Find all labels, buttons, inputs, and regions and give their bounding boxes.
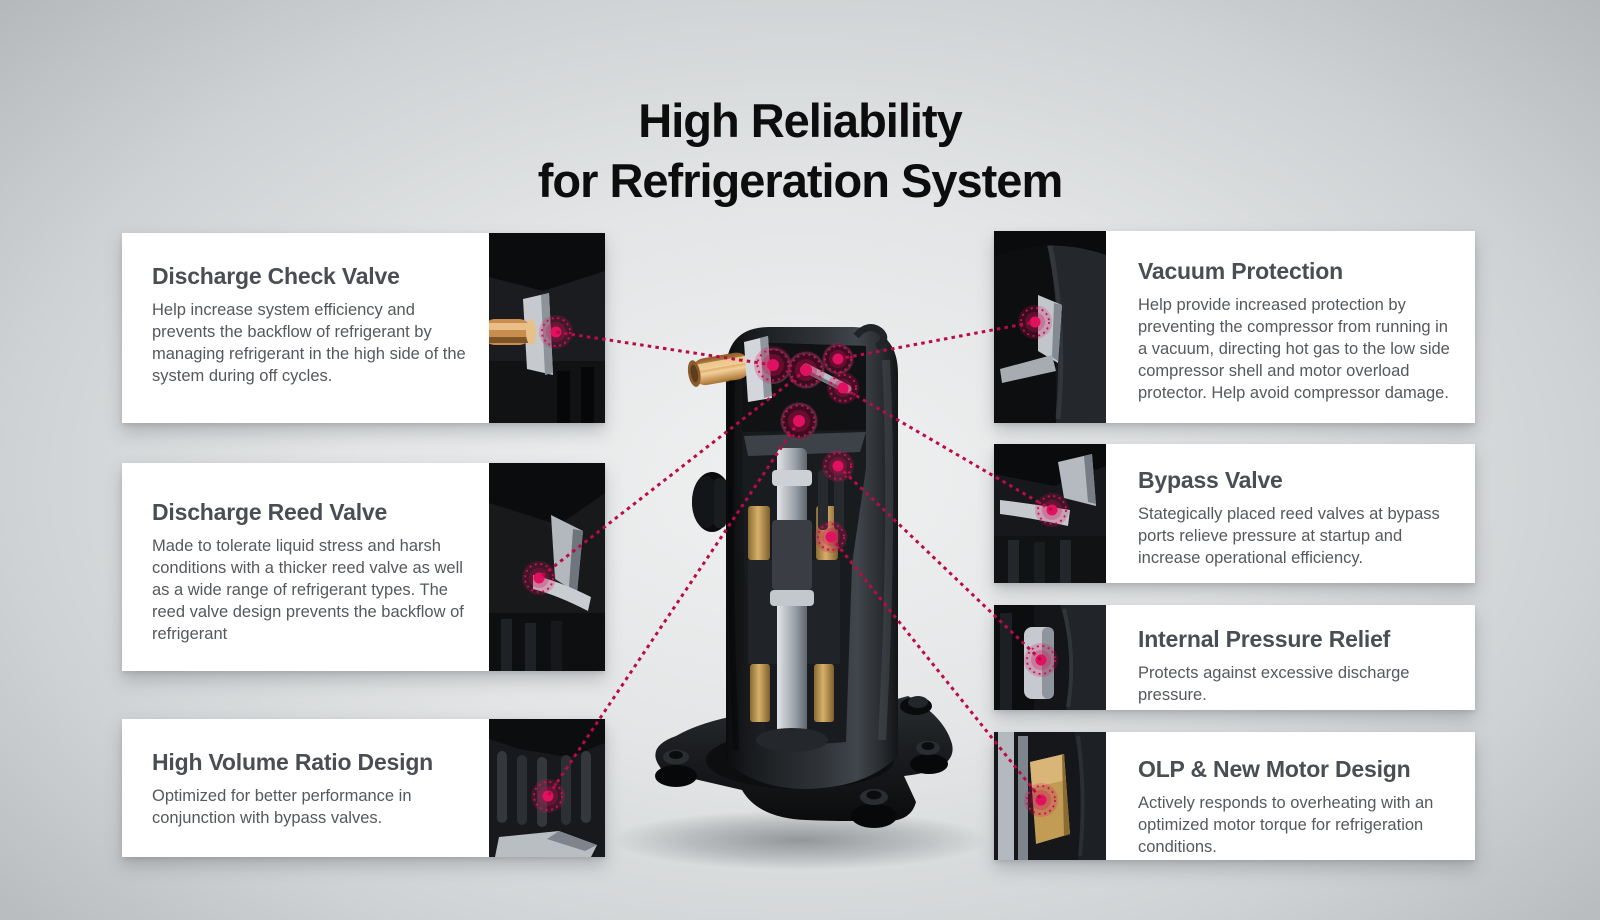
feature-card-internal-pressure-relief: Internal Pressure Relief Protects agains…	[994, 605, 1475, 710]
bypass-valve-photo	[994, 444, 1106, 583]
connector-lines	[538, 320, 1053, 800]
feature-body: Optimized for better performance in conj…	[152, 787, 412, 828]
vacuum-protection-photo	[994, 231, 1106, 423]
feature-text: Discharge Reed Valve Made to tolerate li…	[122, 463, 489, 671]
compressor-illustration	[610, 323, 990, 870]
feature-card-high-volume-ratio-design: High Volume Ratio Design Optimized for b…	[122, 719, 605, 857]
feature-body: Actively responds to overheating with an…	[1138, 794, 1434, 857]
feature-title: Vacuum Protection	[1138, 258, 1343, 284]
callout-dot-discharge-reed-valve	[522, 561, 556, 595]
feature-body: Help provide increased protection by pre…	[1138, 296, 1450, 403]
callout-dot-discharge-check-valve	[539, 315, 573, 349]
feature-text: Internal Pressure Relief Protects agains…	[1106, 605, 1475, 710]
callout-dot-vacuum-protection	[1018, 305, 1052, 339]
callout-dot-bypass-valve	[1035, 493, 1069, 527]
feature-body: Made to tolerate liquid stress and harsh…	[152, 537, 464, 644]
feature-body: Protects against excessive discharge pre…	[1138, 664, 1410, 705]
internal-pressure-relief-photo	[994, 605, 1106, 710]
feature-card-olp-new-motor-design: OLP & New Motor Design Actively responds…	[994, 732, 1475, 860]
feature-body: Help increase system efficiency and prev…	[152, 301, 466, 386]
feature-text: Discharge Check Valve Help increase syst…	[122, 233, 489, 423]
callout-dot-internal-pressure-relief	[1024, 643, 1058, 677]
feature-card-discharge-check-valve: Discharge Check Valve Help increase syst…	[122, 233, 605, 423]
feature-text: High Volume Ratio Design Optimized for b…	[122, 719, 489, 857]
feature-title: Bypass Valve	[1138, 467, 1283, 493]
callout-dot-high-volume-ratio-design	[531, 779, 565, 813]
feature-title: Discharge Reed Valve	[152, 499, 388, 525]
page-title-line1: High Reliability	[638, 94, 962, 148]
compressor-dot-internal-pressure-relief	[822, 450, 854, 482]
feature-title: OLP & New Motor Design	[1138, 756, 1411, 782]
feature-card-discharge-reed-valve: Discharge Reed Valve Made to tolerate li…	[122, 463, 605, 671]
compressor-dot-discharge-check-valve	[754, 346, 792, 384]
feature-body: Stategically placed reed valves at bypas…	[1138, 505, 1440, 568]
page-title: High Reliability for Refrigeration Syste…	[0, 91, 1600, 210]
feature-text: OLP & New Motor Design Actively responds…	[1106, 732, 1475, 860]
discharge-check-valve-photo	[489, 233, 605, 423]
feature-text: Bypass Valve Stategically placed reed va…	[1106, 444, 1475, 583]
feature-card-vacuum-protection: Vacuum Protection Help provide increased…	[994, 231, 1475, 423]
compressor-dot-olp-new-motor-design	[815, 521, 847, 553]
feature-text: Vacuum Protection Help provide increased…	[1106, 231, 1475, 423]
feature-title: Discharge Check Valve	[152, 263, 400, 289]
compressor-dot-high-volume-ratio-design	[780, 402, 818, 440]
feature-title: Internal Pressure Relief	[1138, 626, 1391, 652]
feature-title: High Volume Ratio Design	[152, 749, 434, 775]
callout-dot-olp-new-motor-design	[1024, 783, 1058, 817]
compressor-dot-bypass-valve	[827, 372, 859, 404]
compressor-dot-discharge-reed-valve	[787, 351, 825, 389]
page-title-line2: for Refrigeration System	[537, 154, 1063, 208]
feature-card-bypass-valve: Bypass Valve Stategically placed reed va…	[994, 444, 1475, 583]
compressor-callout-dots	[754, 343, 859, 553]
high-volume-ratio-design-photo	[489, 719, 605, 857]
compressor-dot-vacuum-protection	[822, 343, 854, 375]
discharge-reed-valve-photo	[489, 463, 605, 671]
olp-new-motor-design-photo	[994, 732, 1106, 860]
